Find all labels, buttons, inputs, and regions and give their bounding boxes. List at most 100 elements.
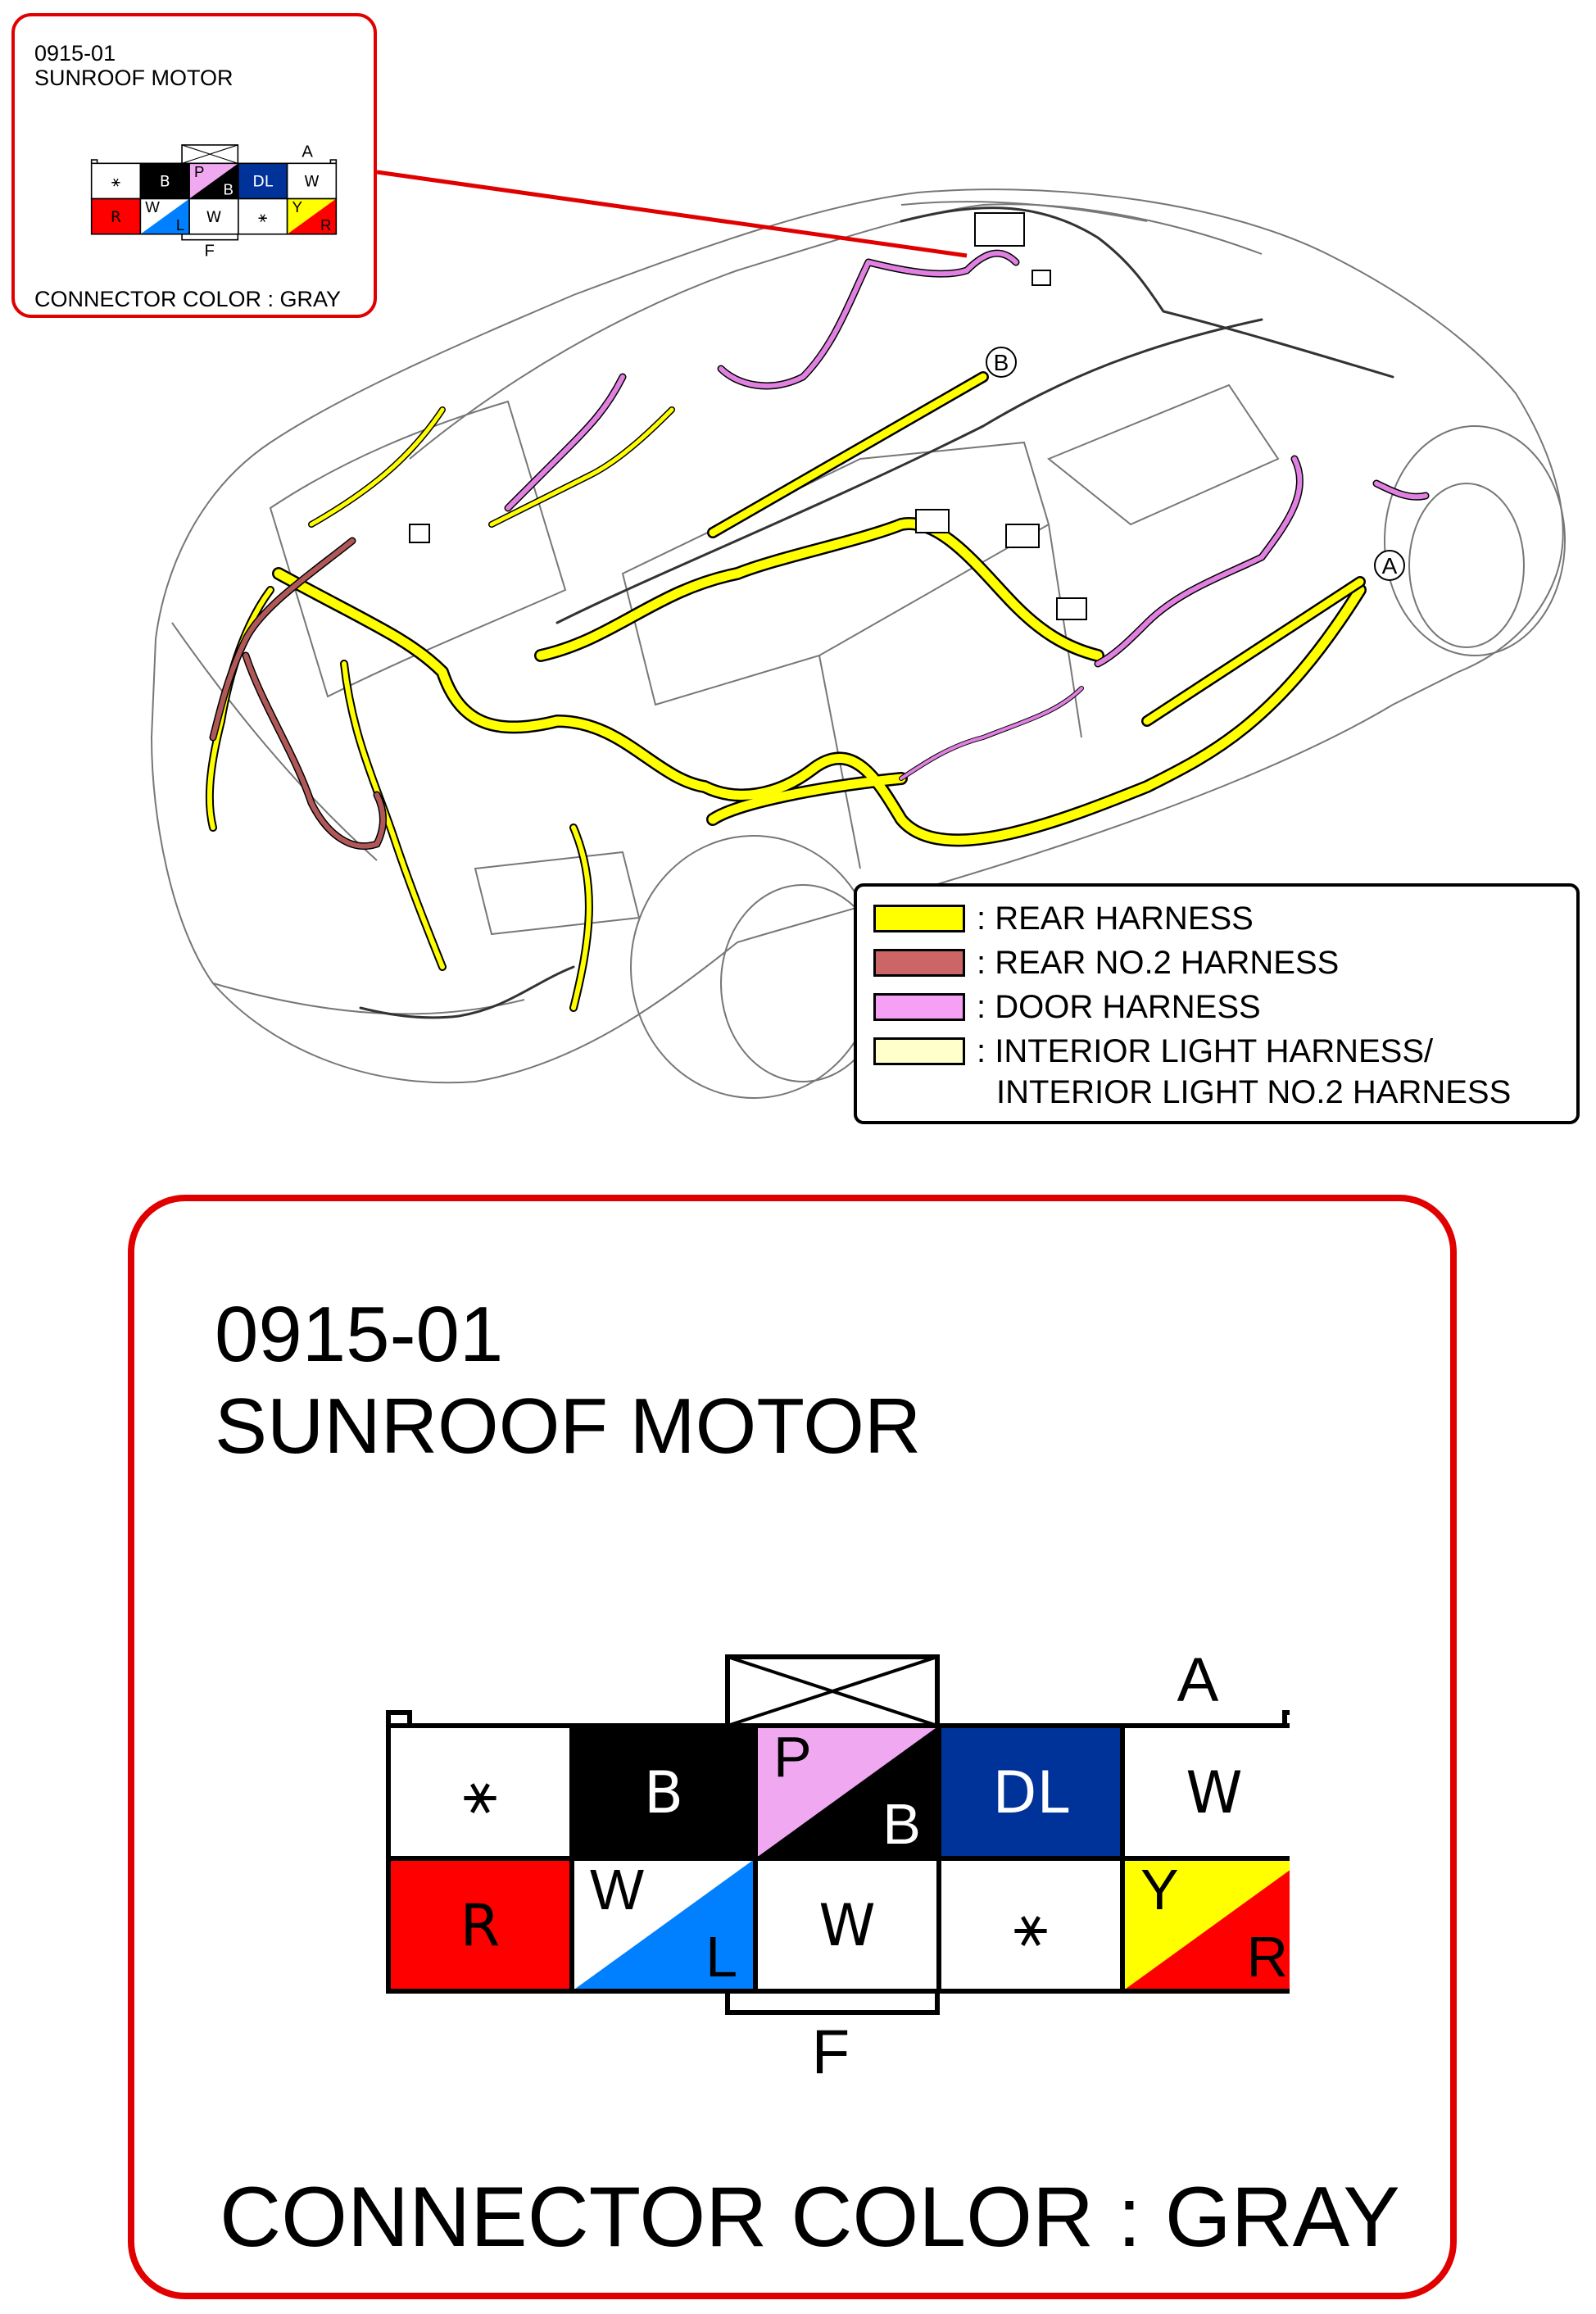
pin-a-label: A [1177, 1645, 1219, 1715]
pin-label: ⚹ [258, 209, 268, 226]
svg-text:B: B [994, 350, 1009, 375]
legend-label-line2: INTERIOR LIGHT NO.2 HARNESS [996, 1074, 1512, 1110]
connector-pin: PB [188, 162, 239, 200]
connector-pin: WL [139, 197, 190, 235]
legend-item-rear-harness: : REAR HARNESS [873, 898, 1254, 937]
legend-label: : REAR HARNESS [977, 901, 1254, 937]
pin-label: W [590, 1858, 644, 1922]
connector-pin: ⚹ [90, 162, 142, 200]
rear-wheel-arch [630, 835, 877, 1099]
connector-pin: W [753, 1856, 941, 1994]
connector-lock-cross [181, 144, 238, 164]
pin-label: Y [1140, 1858, 1179, 1922]
pin-label: DL [252, 174, 273, 191]
connector-pin: ⚹ [386, 1723, 574, 1861]
rear-window [269, 400, 567, 698]
pin-fill [755, 1858, 939, 1991]
pin-label-secondary: R [320, 216, 331, 234]
front-wheel [1408, 483, 1525, 648]
pin-fill [388, 1726, 572, 1858]
pin-fill [388, 1858, 572, 1991]
pin-fill-secondary [755, 1726, 939, 1858]
pin-label: ⚹ [111, 174, 121, 191]
door-line [1048, 524, 1082, 738]
pin-label: ⚹ [1013, 1892, 1048, 1959]
legend-swatch [873, 993, 965, 1021]
rear-no2-harness [209, 537, 387, 851]
pin-label-secondary: R [1246, 1925, 1288, 1989]
pin-label: R [460, 1892, 501, 1959]
connector-block [974, 212, 1025, 247]
interior-light-harness [555, 206, 1394, 624]
bumper-line [212, 982, 525, 1015]
connector-pin: DL [936, 1723, 1125, 1861]
legend-label: : DOOR HARNESS [977, 989, 1261, 1025]
pin-f-label: F [812, 2017, 850, 2087]
marker-a: A [1374, 550, 1405, 581]
connector-code-small: 0915-01 [34, 41, 116, 66]
connector-pin: YR [1120, 1856, 1290, 1994]
connector-latch-right [329, 159, 338, 164]
connector-pin: B [139, 162, 190, 200]
connector-latch-right [1282, 1710, 1290, 1726]
connector-pin: W [188, 197, 239, 235]
roof-line [409, 203, 1263, 460]
legend-label: : INTERIOR LIGHT HARNESS/ INTERIOR LIGHT… [977, 1031, 1511, 1113]
connector-block [1056, 597, 1087, 620]
connector-latch-left [386, 1710, 412, 1726]
pin-fill-secondary [287, 198, 337, 234]
pin-label: DL [993, 1759, 1069, 1826]
legend-item-door-harness: : DOOR HARNESS [873, 987, 1261, 1025]
pin-fill [91, 163, 141, 199]
marker-b: B [986, 347, 1017, 378]
pin-a-label: A [302, 143, 313, 161]
rear-harness-upper [308, 406, 675, 528]
legend-item-interior-light-harness: : INTERIOR LIGHT HARNESS/ INTERIOR LIGHT… [873, 1031, 1511, 1113]
pin-label: B [644, 1759, 683, 1826]
pin-label: W [206, 209, 221, 226]
connector-pin: PB [753, 1723, 941, 1861]
front-wheel-arch [1384, 425, 1566, 656]
pin-label: W [304, 174, 319, 191]
pin-fill [939, 1726, 1122, 1858]
connector-pin: WL [569, 1856, 758, 1994]
harness-legend: : REAR HARNESS : REAR NO.2 HARNESS : DOO… [854, 883, 1580, 1124]
pin-fill [572, 1726, 755, 1858]
car-body-outline [150, 188, 1564, 1084]
pin-label: Y [292, 198, 302, 216]
rear-harness-main [272, 567, 1367, 847]
pin-label-secondary: L [176, 216, 184, 234]
connector-pin: ⚹ [936, 1856, 1125, 1994]
vehicle-harness-diagram: B A [150, 170, 1566, 1099]
connector-block [915, 509, 950, 533]
legend-label-line1: : INTERIOR LIGHT HARNESS/ [977, 1033, 1434, 1069]
sunroof-outline [900, 201, 1148, 222]
pin-border [286, 197, 338, 235]
pin-label-secondary: L [705, 1925, 737, 1989]
pin-fill-secondary [140, 198, 190, 234]
pin-label: P [194, 163, 204, 180]
pin-label-secondary: B [224, 181, 234, 198]
plate-area [474, 851, 641, 936]
connector-name: SUNROOF MOTOR [215, 1382, 922, 1470]
connector-code: 0915-01 [215, 1291, 504, 1378]
connector-pin: YR [286, 197, 338, 235]
legend-swatch [873, 1037, 965, 1065]
pin-fill [91, 198, 141, 234]
pin-fill-secondary [189, 163, 238, 199]
pin-fill [238, 198, 288, 234]
connector-bottom-tab [725, 1989, 940, 2015]
connector-color: CONNECTOR COLOR : GRAY [220, 2170, 1400, 2265]
connector-block [1032, 270, 1051, 286]
connector-pin: R [90, 197, 142, 235]
side-window-2 [1047, 383, 1280, 526]
pin-border [1120, 1856, 1290, 1994]
connector-color-small: CONNECTOR COLOR : GRAY [34, 287, 342, 311]
connector-pin: B [569, 1723, 758, 1861]
connector-pin: R [386, 1856, 574, 1994]
pin-label: R [111, 209, 121, 226]
pin-label: W [145, 198, 160, 216]
